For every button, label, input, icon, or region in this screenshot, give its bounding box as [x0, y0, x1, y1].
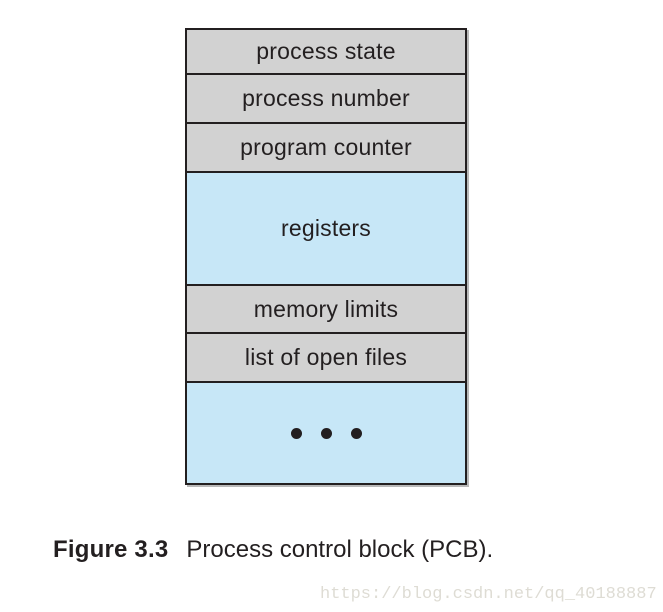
pcb-row-label: process state — [256, 38, 396, 64]
ellipsis-dot — [290, 427, 302, 439]
figure-caption-number: Figure 3.3 — [53, 536, 169, 563]
pcb-diagram: process state process number program cou… — [185, 28, 467, 485]
pcb-row-label: memory limits — [253, 295, 399, 322]
figure-caption-text: Process control block (PCB). — [186, 536, 494, 563]
figure-caption: Figure 3.3 Process control block (PCB). — [53, 536, 493, 564]
pcb-row-ellipsis — [187, 383, 465, 483]
pcb-row-label: registers — [281, 215, 371, 241]
pcb-row-memory-limits: memory limits — [187, 286, 465, 334]
pcb-row-open-files: list of open files — [187, 334, 465, 383]
pcb-row-process-state: process state — [187, 30, 465, 75]
ellipsis-dot — [320, 427, 332, 439]
ellipsis-dot — [350, 427, 362, 439]
pcb-row-registers: registers — [187, 173, 465, 286]
pcb-row-label: program counter — [240, 134, 412, 160]
pcb-row-label: list of open files — [244, 344, 408, 370]
pcb-row-process-number: process number — [187, 75, 465, 124]
watermark-url: https://blog.csdn.net/qq_40188887 — [320, 585, 657, 604]
pcb-row-program-counter: program counter — [187, 124, 465, 173]
pcb-row-label: process number — [242, 85, 410, 111]
